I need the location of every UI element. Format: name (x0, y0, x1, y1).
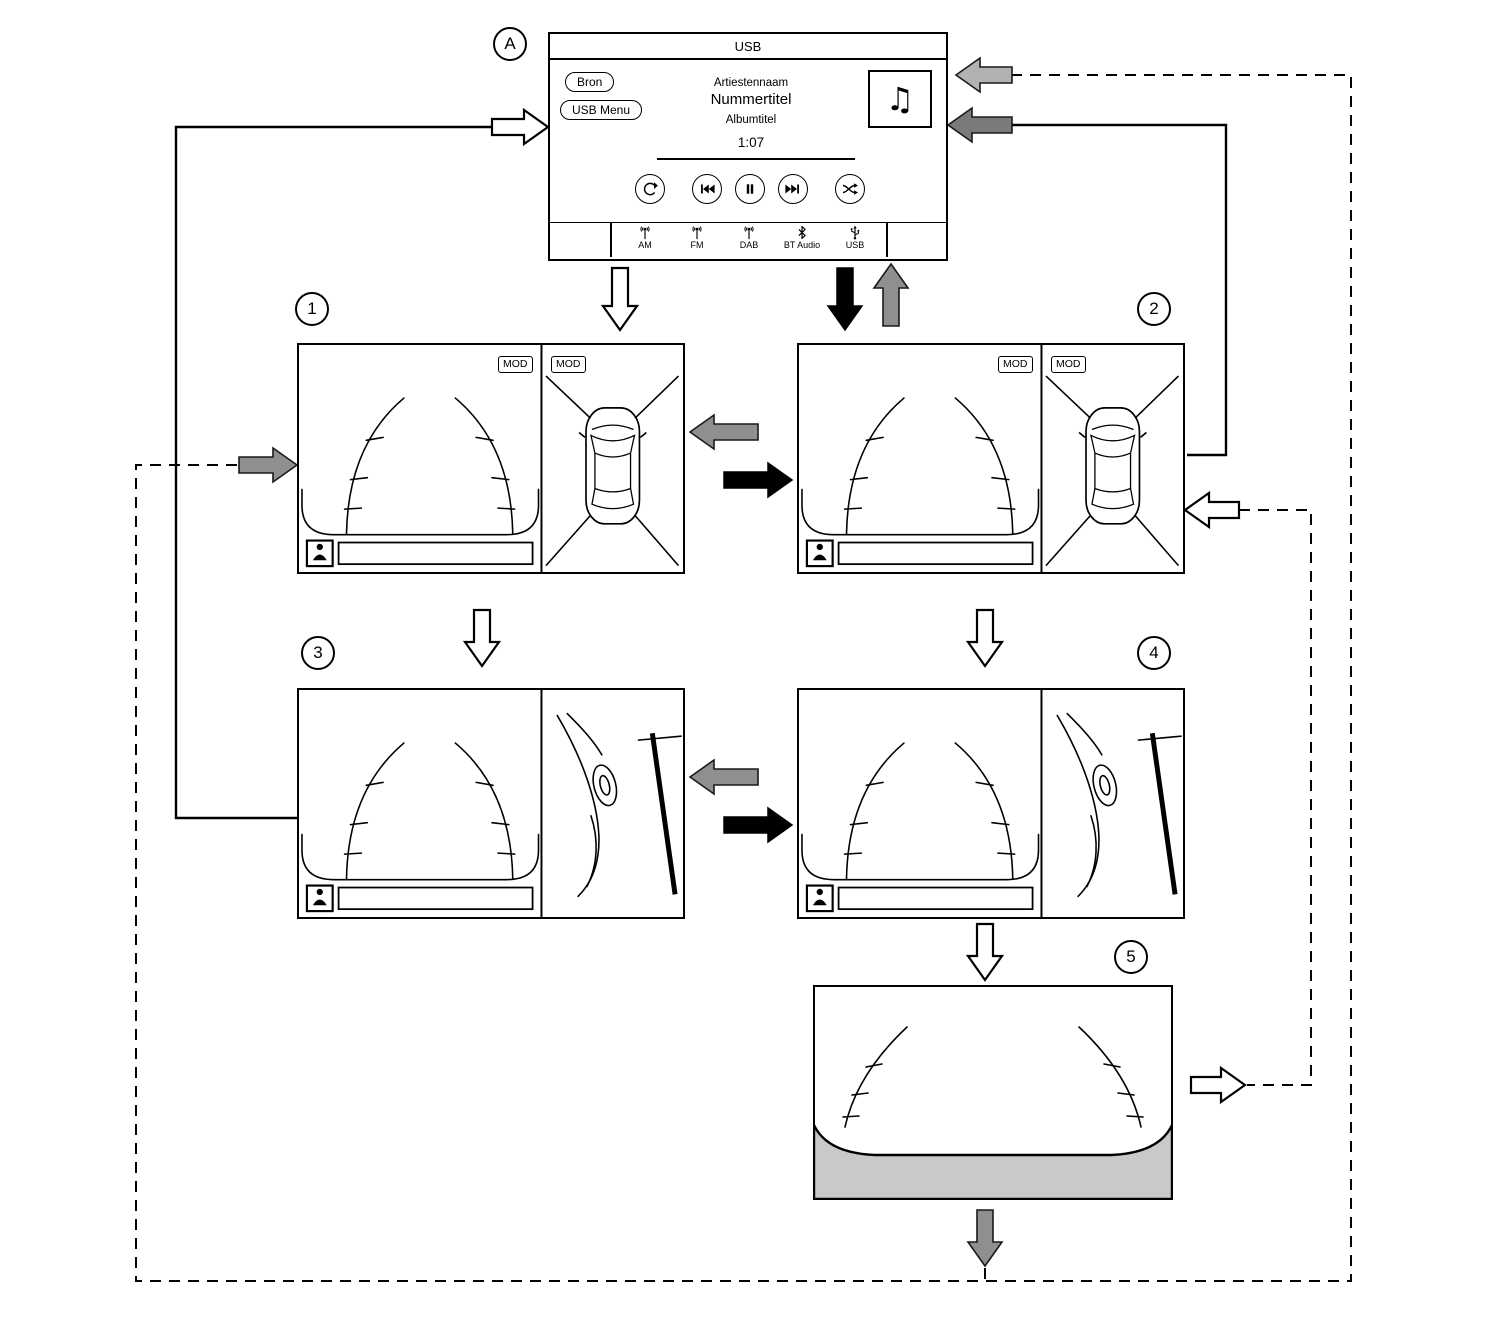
side-view-image (557, 714, 681, 897)
camera-screen-1: MOD MOD (297, 343, 685, 574)
birdseye-image (545, 375, 679, 566)
source-button[interactable]: Bron (565, 72, 615, 92)
rear-view-image (802, 743, 1039, 911)
label-screen-4: 4 (1137, 636, 1171, 670)
tab-bt-audio-label: BT Audio (783, 240, 821, 250)
arrow-screen4-to-screen3 (688, 758, 759, 796)
rear-view-image (802, 398, 1039, 566)
mod-badge: MOD (498, 356, 533, 373)
audio-screen-title: USB (550, 34, 946, 60)
arrow-into-audio-right (946, 106, 1013, 144)
tab-bt-audio[interactable]: BT Audio (777, 225, 827, 258)
tab-bar-divider-left (610, 223, 613, 257)
guideline-right (1078, 1026, 1142, 1128)
label-screen-5: 5 (1114, 940, 1148, 974)
tab-fm[interactable]: FM (672, 225, 722, 258)
camera-screen-5 (813, 985, 1173, 1200)
album-title: Albumtitel (725, 114, 777, 126)
previous-button[interactable] (692, 174, 722, 204)
arrow-into-screen1-left (238, 446, 299, 484)
label-screen-2: 2 (1137, 292, 1171, 326)
arrow-screen2-to-audio (872, 262, 910, 327)
arrow-audio-to-screen1 (600, 266, 640, 332)
arrow-screen2-to-screen4 (965, 608, 1005, 668)
rear-view-image (302, 398, 539, 566)
tab-fm-label: FM (690, 240, 704, 250)
usb-icon (846, 225, 864, 240)
am-antenna-icon (636, 225, 654, 240)
music-note-icon: ♫ (885, 80, 915, 118)
camera-screen-4 (797, 688, 1185, 919)
arrow-screen5-out-right (1189, 1065, 1247, 1105)
label-screen-3: 3 (301, 636, 335, 670)
track-title: Nummertitel (710, 91, 792, 108)
arrow-screen1-to-screen3 (462, 608, 502, 668)
side-view-image (1057, 714, 1181, 897)
dab-antenna-icon (740, 225, 758, 240)
arrow-screen2-to-screen1 (688, 413, 759, 451)
bluetooth-icon (793, 225, 811, 240)
tab-usb[interactable]: USB (830, 225, 880, 258)
pause-button[interactable] (735, 174, 765, 204)
mod-badge: MOD (551, 356, 586, 373)
fm-antenna-icon (688, 225, 706, 240)
dashed-outer-loop (135, 74, 1352, 1282)
repeat-button[interactable] (635, 174, 665, 204)
line-screen3-to-audio (174, 125, 492, 820)
arrow-into-audio-top-right (954, 56, 1013, 94)
tab-bar-divider-right (886, 223, 889, 257)
line-screen2-to-audio (1012, 123, 1228, 457)
bumper-area (815, 1124, 1171, 1198)
arrow-audio-to-screen2 (826, 267, 864, 332)
mod-badge: MOD (998, 356, 1033, 373)
audio-screen: USB Bron USB Menu Artiestennaam Nummerti… (548, 32, 948, 261)
progress-bar (657, 158, 855, 160)
usb-menu-button[interactable]: USB Menu (560, 100, 643, 120)
arrow-screen3-to-screen4 (723, 806, 794, 844)
guideline-left (844, 1026, 908, 1128)
next-button[interactable] (778, 174, 808, 204)
arrow-screen5-out-bottom (966, 1209, 1004, 1268)
rear-view-image (302, 743, 539, 911)
arrow-into-audio-left (490, 107, 550, 147)
arrow-screen5-to-screen2 (1183, 490, 1241, 530)
camera-screen-3 (297, 688, 685, 919)
guideline-ticks-left (842, 1063, 883, 1118)
mod-badge: MOD (1051, 356, 1086, 373)
tab-usb-label: USB (845, 240, 865, 250)
tab-am[interactable]: AM (620, 225, 670, 258)
artist-name: Artiestennaam (713, 77, 789, 89)
label-screen-a: A (493, 27, 527, 61)
guideline-ticks-right (1103, 1063, 1144, 1118)
dashed-screen5-to-screen2 (1239, 509, 1312, 1086)
shuffle-button[interactable] (835, 174, 865, 204)
label-screen-1: 1 (295, 292, 329, 326)
tab-am-label: AM (638, 240, 652, 250)
camera-screen-2: MOD MOD (797, 343, 1185, 574)
album-art: ♫ (868, 70, 932, 128)
elapsed-time: 1:07 (737, 135, 765, 150)
source-tab-bar (550, 222, 946, 259)
arrow-screen4-to-screen5 (965, 922, 1005, 982)
tab-dab-label: DAB (739, 240, 759, 250)
arrow-screen1-to-screen2 (723, 461, 794, 499)
birdseye-image (1045, 375, 1179, 566)
tab-dab[interactable]: DAB (724, 225, 774, 258)
